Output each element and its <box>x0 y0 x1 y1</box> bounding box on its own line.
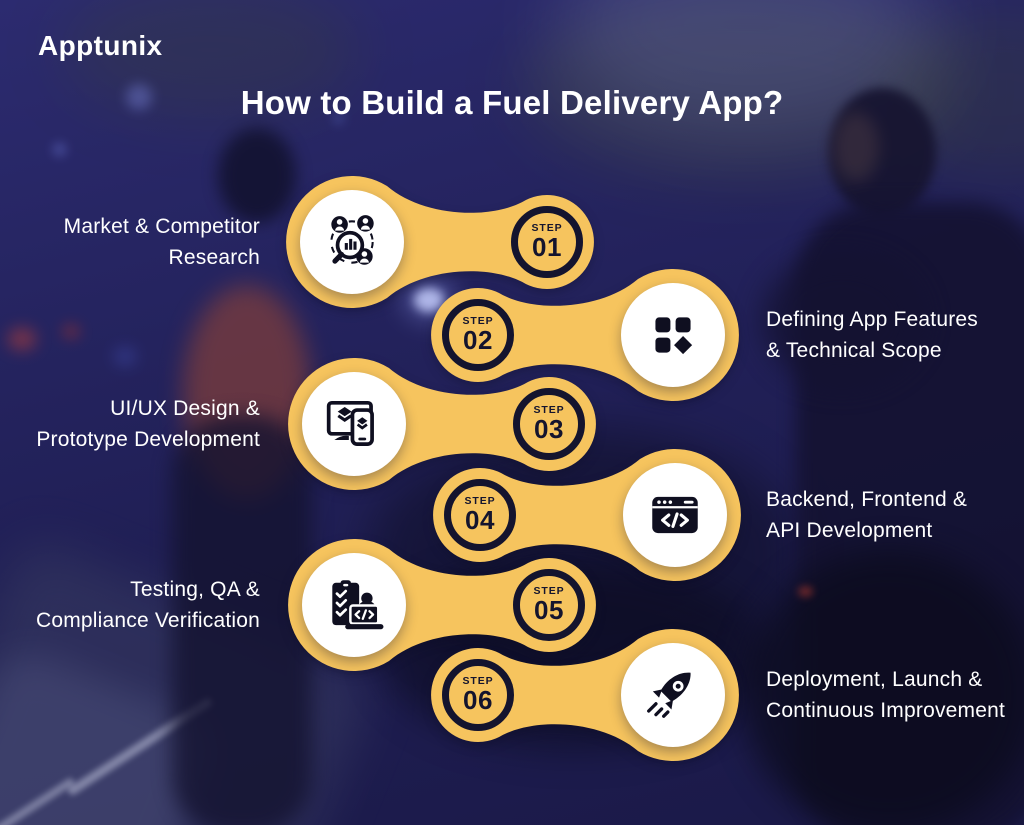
step-label: Market & Competitor Research <box>63 215 260 269</box>
app-features-icon <box>655 317 693 355</box>
step-badge: STEP 01 <box>511 206 583 278</box>
step-badge-label: STEP <box>531 222 563 235</box>
lane-marking <box>66 696 214 797</box>
step-badge-number: 02 <box>463 324 493 355</box>
step-label: Testing, QA & Compliance Verification <box>35 578 260 632</box>
uiux-design-icon <box>326 400 374 447</box>
lane-marking <box>0 776 76 825</box>
step-label: UI/UX Design & Prototype Development <box>36 397 260 451</box>
step-badge-number: 01 <box>532 231 562 262</box>
step-badge-label: STEP <box>462 315 494 328</box>
headlight-glow <box>114 348 136 365</box>
taillight-glow <box>8 328 36 350</box>
page-title: How to Build a Fuel Delivery App? <box>240 84 784 121</box>
testing-icon <box>332 580 384 630</box>
man-face <box>833 112 879 182</box>
step-icon-circle <box>621 283 725 387</box>
taillight-glow <box>62 324 80 339</box>
market-research-icon <box>330 215 374 265</box>
step-label: Deployment, Launch & Continuous Improvem… <box>766 668 1006 722</box>
step-badge: STEP 06 <box>442 659 514 731</box>
development-icon <box>652 496 698 534</box>
step-badge-number: 04 <box>465 504 495 535</box>
motorbike-taillight <box>798 586 813 597</box>
curb <box>0 642 223 825</box>
step-label: Backend, Frontend & API Development <box>766 488 968 542</box>
step-badge-label: STEP <box>533 404 565 417</box>
step-badge-number: 06 <box>463 684 493 715</box>
step-badge: STEP 03 <box>513 388 585 460</box>
step-badge-label: STEP <box>462 675 494 688</box>
apptunix-logo: Apptunix <box>38 30 163 61</box>
step-badge: STEP 02 <box>442 299 514 371</box>
step-badge-label: STEP <box>464 495 496 508</box>
step-badge-number: 05 <box>534 594 564 625</box>
step-label: Defining App Features & Technical Scope <box>766 308 978 362</box>
bokeh-light <box>52 142 67 157</box>
deployment-icon <box>647 672 691 718</box>
step-badge-number: 03 <box>534 413 564 444</box>
step-badge-label: STEP <box>533 585 565 598</box>
step-badge: STEP 05 <box>513 569 585 641</box>
step-badge: STEP 04 <box>444 479 516 551</box>
